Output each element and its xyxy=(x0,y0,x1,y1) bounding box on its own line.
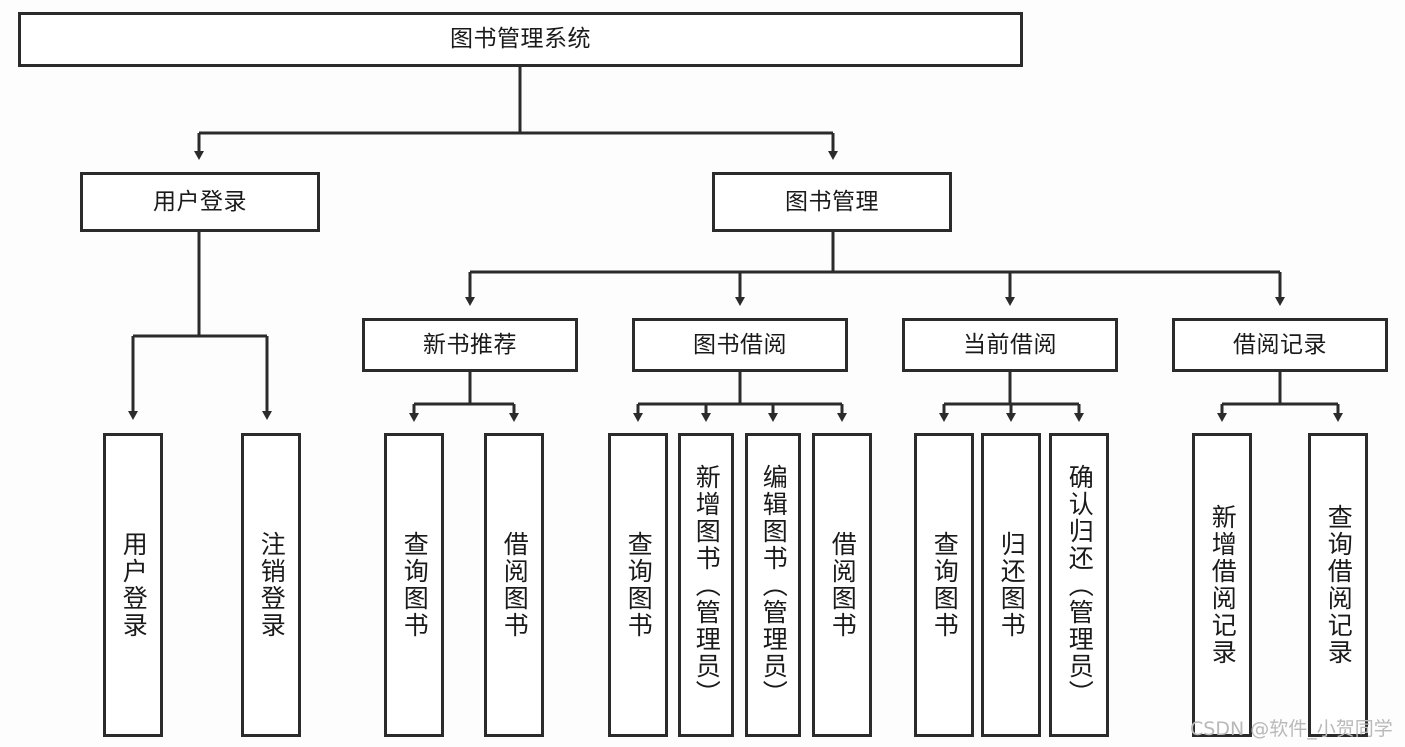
node-leaf-query-record-label: 查询借阅记录 xyxy=(1324,504,1354,666)
node-leaf-user-logout-label: 注销登录 xyxy=(257,531,287,639)
node-borrow-record[interactable]: 借阅记录 xyxy=(1172,318,1388,372)
node-book-borrow[interactable]: 图书借阅 xyxy=(632,318,848,372)
node-book-borrow-label: 图书借阅 xyxy=(693,331,787,358)
node-leaf-query-book-1-label: 查询图书 xyxy=(400,531,430,639)
node-leaf-confirm-return[interactable]: 确认归还（管理员） xyxy=(1049,433,1109,737)
node-leaf-query-book-3-label: 查询图书 xyxy=(930,531,960,639)
node-leaf-query-book-2-label: 查询图书 xyxy=(624,531,654,639)
node-root[interactable]: 图书管理系统 xyxy=(18,12,1023,67)
node-leaf-add-record-label: 新增借阅记录 xyxy=(1208,504,1238,666)
node-leaf-borrow-book-1[interactable]: 借阅图书 xyxy=(484,433,544,737)
node-current-borrow-label: 当前借阅 xyxy=(963,331,1057,358)
node-user-login-label: 用户登录 xyxy=(153,188,247,215)
node-leaf-add-book-label: 新增图书（管理员） xyxy=(692,463,722,707)
node-user-login[interactable]: 用户登录 xyxy=(80,172,320,232)
node-leaf-query-record[interactable]: 查询借阅记录 xyxy=(1308,433,1368,737)
node-new-book-recommend[interactable]: 新书推荐 xyxy=(362,318,578,372)
node-leaf-confirm-return-label: 确认归还（管理员） xyxy=(1065,463,1095,707)
node-leaf-edit-book[interactable]: 编辑图书（管理员） xyxy=(745,433,801,737)
node-leaf-query-book-1[interactable]: 查询图书 xyxy=(384,433,444,737)
node-book-manage[interactable]: 图书管理 xyxy=(712,172,952,232)
node-leaf-user-logout[interactable]: 注销登录 xyxy=(241,433,301,737)
node-leaf-query-book-3[interactable]: 查询图书 xyxy=(914,433,974,737)
node-root-label: 图书管理系统 xyxy=(450,26,591,53)
node-leaf-borrow-book-2[interactable]: 借阅图书 xyxy=(812,433,872,737)
node-leaf-add-book[interactable]: 新增图书（管理员） xyxy=(678,433,734,737)
node-leaf-borrow-book-2-label: 借阅图书 xyxy=(828,531,858,639)
node-leaf-edit-book-label: 编辑图书（管理员） xyxy=(759,463,789,707)
node-borrow-record-label: 借阅记录 xyxy=(1233,331,1327,358)
node-leaf-add-record[interactable]: 新增借阅记录 xyxy=(1192,433,1252,737)
node-leaf-user-login[interactable]: 用户登录 xyxy=(103,433,163,737)
node-new-book-recommend-label: 新书推荐 xyxy=(423,331,517,358)
csdn-watermark: CSDN @软件_小贺同学 xyxy=(1190,718,1393,740)
node-book-manage-label: 图书管理 xyxy=(785,188,879,215)
node-leaf-borrow-book-1-label: 借阅图书 xyxy=(500,531,530,639)
node-leaf-return-book[interactable]: 归还图书 xyxy=(981,433,1041,737)
node-leaf-return-book-label: 归还图书 xyxy=(997,531,1027,639)
node-leaf-query-book-2[interactable]: 查询图书 xyxy=(608,433,668,737)
node-leaf-user-login-label: 用户登录 xyxy=(119,531,149,639)
node-current-borrow[interactable]: 当前借阅 xyxy=(902,318,1118,372)
